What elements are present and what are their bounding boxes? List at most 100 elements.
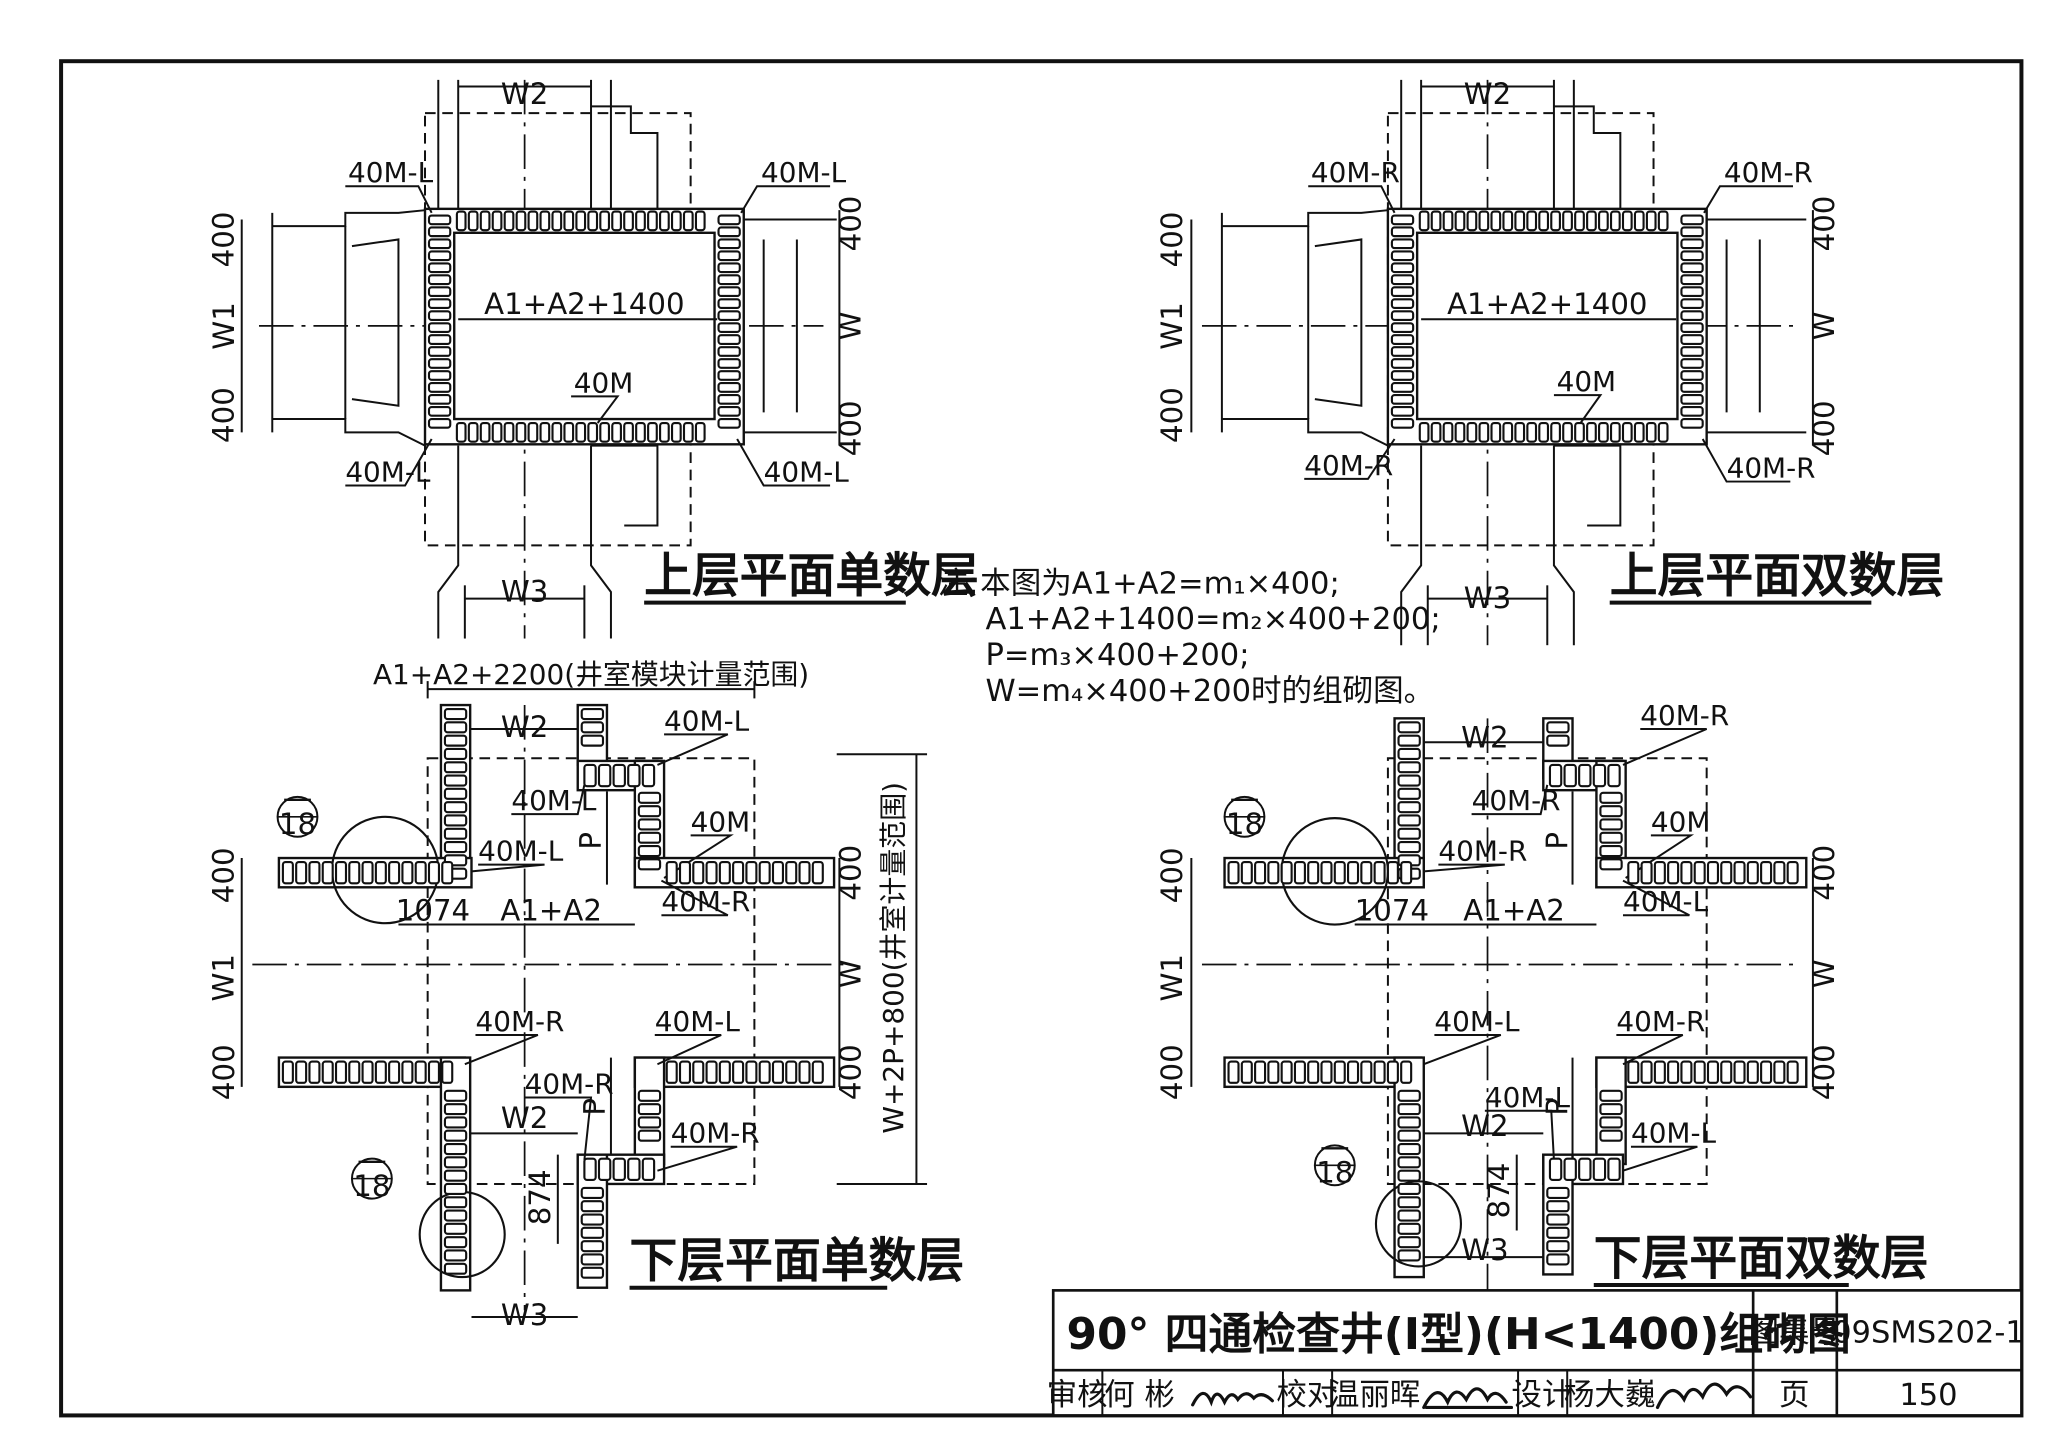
brick [1562, 421, 1573, 443]
brick [575, 210, 587, 232]
brick [670, 421, 682, 443]
brick [1574, 421, 1585, 443]
brick [1645, 210, 1657, 232]
dim-w2-bot: W2 [501, 1101, 548, 1135]
brick [1607, 1157, 1621, 1182]
dim-400-a: 400 [1155, 847, 1189, 903]
brick [334, 860, 348, 885]
brick [1390, 262, 1415, 274]
brick [1442, 421, 1454, 443]
brick [682, 421, 694, 443]
brick [443, 1249, 468, 1262]
brick [1390, 286, 1415, 298]
brick [597, 763, 612, 788]
brick [1680, 394, 1704, 405]
dim-range: A1+A2+2200(井室模块计量范围) [373, 658, 809, 691]
brick [732, 860, 745, 885]
brick [1373, 860, 1386, 885]
brick [635, 210, 646, 232]
brick [1390, 238, 1415, 250]
brick [1563, 763, 1577, 788]
label-bl: 40M-L [345, 456, 431, 489]
detail-num-2: 一 [1320, 1133, 1349, 1167]
brick [717, 370, 741, 381]
page-label: 页 [1779, 1378, 1810, 1413]
brick [1390, 417, 1415, 429]
dim-a1a2: A1+A2 [500, 894, 602, 928]
brick [1397, 1129, 1421, 1142]
brick [612, 1157, 626, 1182]
brick [1397, 1103, 1421, 1116]
brick [1390, 226, 1415, 238]
brick [515, 210, 527, 232]
brick [717, 334, 741, 345]
brick [717, 394, 741, 405]
brick [670, 210, 682, 232]
label-top-right-inner: 40M-L [511, 784, 597, 817]
brick [1267, 860, 1280, 885]
brick [563, 210, 575, 232]
brick [527, 210, 539, 232]
brick [637, 831, 662, 844]
design-label: 设计 [1511, 1378, 1572, 1413]
brick [1746, 860, 1759, 885]
brick [1478, 421, 1490, 443]
page-number: 150 [1899, 1378, 1957, 1413]
brick [580, 1240, 605, 1253]
brick [1733, 860, 1746, 885]
brick [1320, 860, 1333, 885]
brick [580, 1226, 605, 1239]
brick [1466, 210, 1478, 232]
brick [1546, 1240, 1570, 1253]
brick [678, 1060, 692, 1084]
detail-num-2: 一 [357, 1146, 386, 1180]
brick [527, 421, 539, 443]
brick [785, 860, 798, 885]
brick [637, 791, 662, 804]
brick [539, 421, 551, 443]
brick [427, 322, 452, 333]
brick [1490, 421, 1502, 443]
dim-400-d: 400 [1807, 400, 1841, 456]
brick [1599, 1103, 1623, 1116]
brick [401, 1060, 414, 1084]
brick [1621, 210, 1633, 232]
brick [1390, 370, 1415, 381]
plan-upper-odd: A1+A2+1400 W2 W3 400 W1 400 400 W 400 40… [207, 77, 979, 639]
brick [427, 334, 452, 345]
brick [612, 763, 626, 788]
brick [1550, 421, 1561, 443]
brick [717, 214, 741, 226]
title-block: 90° 四通检查井(Ⅰ型)(H<1400)组砌图 图集号 09SMS202-1 … [1047, 1289, 2025, 1417]
brick [427, 346, 452, 357]
dim-400-d: 400 [1807, 1044, 1841, 1100]
dim-400-a: 400 [207, 212, 241, 268]
brick [1693, 1060, 1706, 1084]
brick [1633, 210, 1645, 232]
brick [1680, 322, 1704, 333]
brick [623, 421, 634, 443]
brick [281, 1060, 294, 1084]
brick [361, 1060, 374, 1084]
brick [1786, 860, 1799, 885]
brick [441, 860, 454, 885]
brick [637, 858, 662, 871]
brick [1397, 747, 1421, 760]
brick [1490, 210, 1502, 232]
brick [1680, 310, 1704, 321]
brick [321, 860, 334, 885]
dim-w2-bot: W2 [1461, 1109, 1508, 1143]
brick [1786, 1060, 1799, 1084]
dim-1074: 1074 [396, 894, 470, 928]
brick [1548, 763, 1563, 788]
brick [491, 210, 503, 232]
brick [580, 1213, 605, 1226]
brick [1397, 1182, 1421, 1195]
brick [1390, 358, 1415, 369]
brick [1633, 421, 1645, 443]
brick [1599, 1089, 1623, 1102]
label-40m: 40M [1557, 365, 1617, 398]
note-line-4: W=m₄×400+200时的组砌图。 [985, 674, 1434, 709]
dim-w: W [1807, 311, 1841, 340]
